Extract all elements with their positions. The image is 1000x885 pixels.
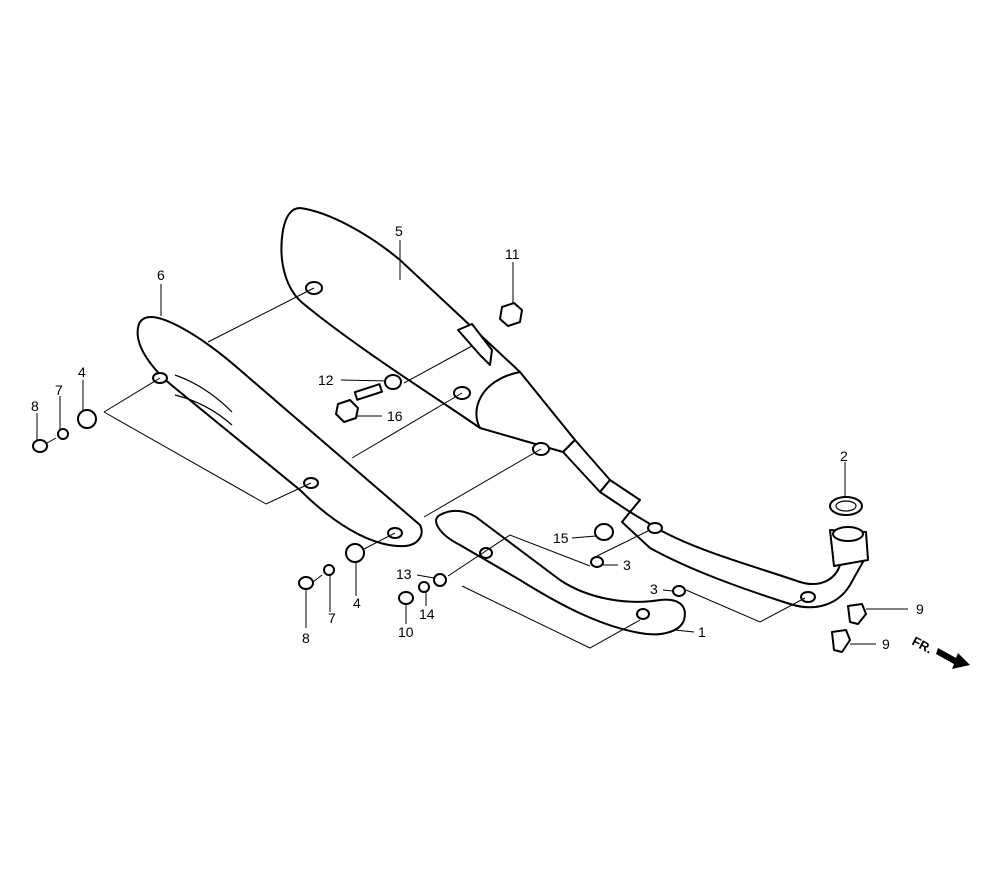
callout-14: 14 <box>419 606 435 622</box>
callout-6: 6 <box>157 267 165 283</box>
washer-part-13[interactable] <box>433 573 447 587</box>
leader-lines <box>36 240 908 645</box>
nut-part-9b[interactable] <box>831 629 851 653</box>
callout-5: 5 <box>395 223 403 239</box>
callout-3a: 3 <box>623 557 631 573</box>
nut-part-11[interactable] <box>499 302 523 327</box>
gasket-part-2[interactable] <box>829 496 863 516</box>
front-direction-marker: FR. <box>910 633 970 669</box>
heat-shield-part-6[interactable] <box>136 316 423 548</box>
callout-8b: 8 <box>302 630 310 646</box>
callout-9a: 9 <box>916 601 924 617</box>
grommet-part-4a[interactable] <box>77 409 97 429</box>
callout-2: 2 <box>840 448 848 464</box>
front-arrow-icon <box>936 648 970 669</box>
callout-7a: 7 <box>55 382 63 398</box>
bolt-part-15[interactable] <box>594 523 614 541</box>
callout-12: 12 <box>318 372 334 388</box>
callout-10: 10 <box>398 624 414 640</box>
screw-part-8b[interactable] <box>298 576 314 590</box>
muffler-part-5[interactable] <box>280 207 641 513</box>
bolt-part-16[interactable] <box>335 383 383 423</box>
callout-8a: 8 <box>31 398 39 414</box>
washer-part-14[interactable] <box>418 581 430 593</box>
exhaust-pipe[interactable] <box>621 511 865 609</box>
callout-11: 11 <box>505 246 520 262</box>
collar-part-7b[interactable] <box>323 564 335 576</box>
callout-1: 1 <box>698 624 706 640</box>
screw-part-8a[interactable] <box>32 439 48 453</box>
flange[interactable] <box>829 526 869 567</box>
callout-9b: 9 <box>882 636 890 652</box>
nut-part-9a[interactable] <box>847 603 867 625</box>
assembly-lines <box>46 287 806 649</box>
washer-part-3a[interactable] <box>590 556 604 568</box>
front-label: FR. <box>910 633 936 656</box>
callout-15: 15 <box>553 530 569 546</box>
protector-part-1[interactable] <box>435 509 686 636</box>
callout-13: 13 <box>396 566 412 582</box>
callout-7b: 7 <box>328 610 336 626</box>
small-fasteners <box>32 302 867 653</box>
callout-4b: 4 <box>353 595 361 611</box>
grommet-part-4b[interactable] <box>345 543 365 563</box>
callout-4a: 4 <box>78 364 86 380</box>
callout-16: 16 <box>387 408 403 424</box>
callout-3b: 3 <box>650 581 658 597</box>
washer-part-3b[interactable] <box>672 585 686 597</box>
collar-part-7a[interactable] <box>57 428 69 440</box>
callout-labels: 1 2 3 3 4 4 5 6 7 7 8 8 9 9 10 11 12 13 … <box>31 223 924 652</box>
screw-part-10[interactable] <box>398 591 414 605</box>
collar-part-12[interactable] <box>384 374 402 390</box>
